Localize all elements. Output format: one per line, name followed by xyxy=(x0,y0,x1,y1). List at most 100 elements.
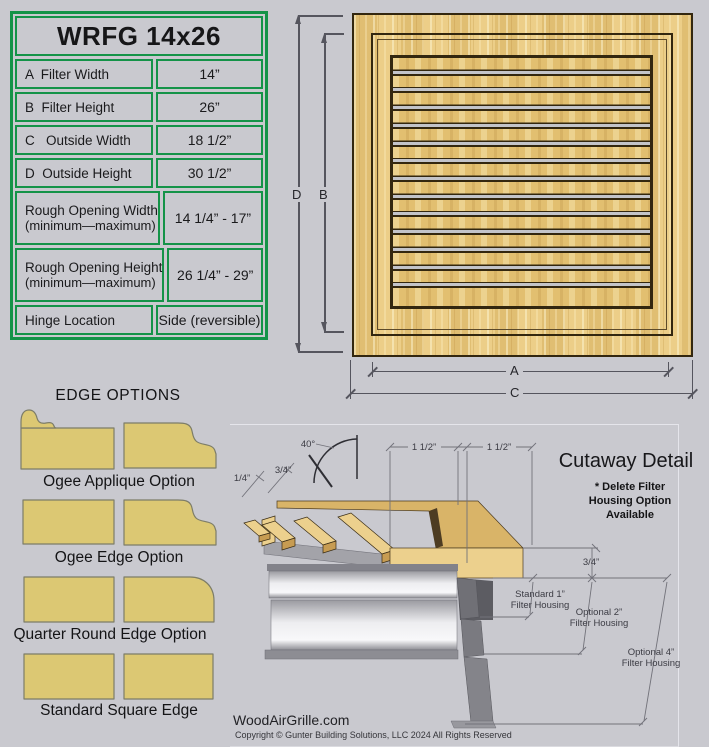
wood-frame-notch xyxy=(429,508,443,548)
dim-label-outside-width: C xyxy=(506,385,524,400)
louver-slat xyxy=(393,235,650,253)
louver-slat xyxy=(393,146,650,165)
edge-shape-quarter-round-right xyxy=(123,576,215,623)
edge-option-label: Ogee Applique Option xyxy=(43,473,195,490)
housing-label-std1-line1: Standard 1” xyxy=(515,589,565,600)
row-label: C Outside Width xyxy=(15,125,153,155)
table-row: C Outside Width 18 1/2” xyxy=(15,125,263,155)
cutaway-louver-slats xyxy=(243,512,396,564)
row-label-line2: (minimum—maximum) xyxy=(25,275,156,290)
channel-2in xyxy=(460,618,485,658)
housing-band2-lip xyxy=(264,649,459,660)
dim-label-outside-height: D xyxy=(288,187,306,202)
row-label-line1: Rough Opening Width xyxy=(25,203,158,218)
table-row: A Filter Width 14” xyxy=(15,59,263,89)
dim-label-louver-thickness: 3/4” xyxy=(275,465,291,476)
edge-options-title: EDGE OPTIONS xyxy=(55,387,181,404)
edge-option-label: Ogee Edge Option xyxy=(54,549,184,566)
louver-slat xyxy=(393,75,650,94)
housing-band2 xyxy=(270,599,458,651)
dim-tick-B-bottom xyxy=(324,331,344,333)
table-row: Hinge Location Side (reversible) xyxy=(15,305,263,335)
louver-slat xyxy=(393,252,650,271)
housing-label-std1-line2: Filter Housing xyxy=(511,600,570,611)
edge-shape-square-left xyxy=(23,653,115,700)
louver-slat xyxy=(393,199,650,218)
row-label: A Filter Width xyxy=(15,59,153,89)
louver-slat xyxy=(393,270,650,289)
cutaway-note-line2: Housing Option xyxy=(589,495,672,507)
row-value: 14 1/4” - 17” xyxy=(162,191,263,245)
louver-slat xyxy=(393,217,650,236)
row-label-line2: (minimum—maximum) xyxy=(25,218,156,233)
row-label-line1: Rough Opening Height xyxy=(25,260,163,275)
dim-arrow-B-bottom xyxy=(321,322,327,331)
cutaway-drawing: 1 1/2” 1 1/2” 40° 3/4” 1/4” 3/4” Standar… xyxy=(234,435,694,729)
dim-tick-D-top xyxy=(298,15,343,17)
grille-louvers xyxy=(390,55,653,309)
table-row: B Filter Height 26” xyxy=(15,92,263,122)
row-label: B Filter Height xyxy=(15,92,153,122)
cutaway-title: Cutaway Detail xyxy=(559,450,694,472)
row-value: 18 1/2” xyxy=(156,125,263,155)
channel-4in xyxy=(463,656,494,724)
dim-label-frame-thickness: 3/4” xyxy=(583,557,599,568)
dim-arrow-B-top xyxy=(321,34,327,43)
cutaway-note-line3: Available xyxy=(606,509,654,521)
copyright-text: Copyright © Gunter Building Solutions, L… xyxy=(235,730,512,740)
table-row: Rough Opening Width (minimum—maximum) 14… xyxy=(15,191,263,245)
louver-slat xyxy=(393,58,650,76)
dim-label-angle: 40° xyxy=(301,439,316,450)
dim-tick-D-bottom xyxy=(298,351,343,353)
edge-shape-quarter-round-left xyxy=(23,576,115,623)
channel-foot xyxy=(450,720,497,729)
housing-label-opt4-line1: Optional 4” xyxy=(628,647,674,658)
cutaway-note-line1: * Delete Filter xyxy=(595,481,666,493)
grille-groove-inner xyxy=(377,39,667,330)
spec-table: WRFG 14x26 A Filter Width 14” B Filter H… xyxy=(10,11,268,340)
housing-label-opt4-line2: Filter Housing xyxy=(622,658,681,669)
table-row: Rough Opening Height (minimum—maximum) 2… xyxy=(15,248,263,302)
row-label: D Outside Height xyxy=(15,158,153,188)
edge-shape-ogee-right xyxy=(123,499,217,546)
dim-label-louver-spacing: 1/4” xyxy=(234,473,250,484)
grille-groove-outline xyxy=(371,33,673,336)
edge-shape-ogee-left xyxy=(22,499,115,545)
row-value: 26” xyxy=(156,92,263,122)
label-mask xyxy=(483,441,516,452)
label-mask xyxy=(408,441,441,452)
row-value: 30 1/2” xyxy=(156,158,263,188)
housing-label-opt2-line1: Optional 2” xyxy=(576,607,622,618)
louver-angle-indicator xyxy=(308,435,358,488)
dim-label-pitch-right: 1 1/2” xyxy=(487,442,511,453)
row-label: Rough Opening Height (minimum—maximum) xyxy=(15,248,165,302)
louver-slat xyxy=(393,288,650,307)
table-row: D Outside Height 30 1/2” xyxy=(15,158,263,188)
edge-option-label: Quarter Round Edge Option xyxy=(13,626,207,643)
row-value: 26 1/4” - 29” xyxy=(167,248,263,302)
dim-ext-C-left xyxy=(350,360,351,399)
edge-option-label: Standard Square Edge xyxy=(40,702,198,719)
edge-shape-ogee-applique-left xyxy=(20,409,115,470)
row-value: Side (reversible) xyxy=(156,305,263,335)
grille-front-view xyxy=(352,13,693,357)
channel-1in xyxy=(456,577,480,620)
louver-slat xyxy=(393,182,650,200)
housing-band1 xyxy=(268,570,458,599)
louver-slat xyxy=(393,93,650,112)
row-value: 14” xyxy=(156,59,263,89)
louver-slat xyxy=(393,128,650,147)
row-label: Rough Opening Width (minimum—maximum) xyxy=(15,191,160,245)
product-title: WRFG 14x26 xyxy=(15,16,263,56)
dim-arrow-D-bottom xyxy=(295,343,301,352)
dim-ext-C-right xyxy=(692,360,693,399)
louver-slat xyxy=(393,164,650,183)
edge-shape-square-right xyxy=(123,653,214,700)
dim-label-pitch-left: 1 1/2” xyxy=(412,442,436,453)
dim-tick-B-top xyxy=(324,33,344,35)
dim-label-filter-width: A xyxy=(506,363,523,378)
louver-slat xyxy=(393,111,650,129)
dim-line-B xyxy=(324,35,326,331)
dim-line-D xyxy=(298,17,300,351)
